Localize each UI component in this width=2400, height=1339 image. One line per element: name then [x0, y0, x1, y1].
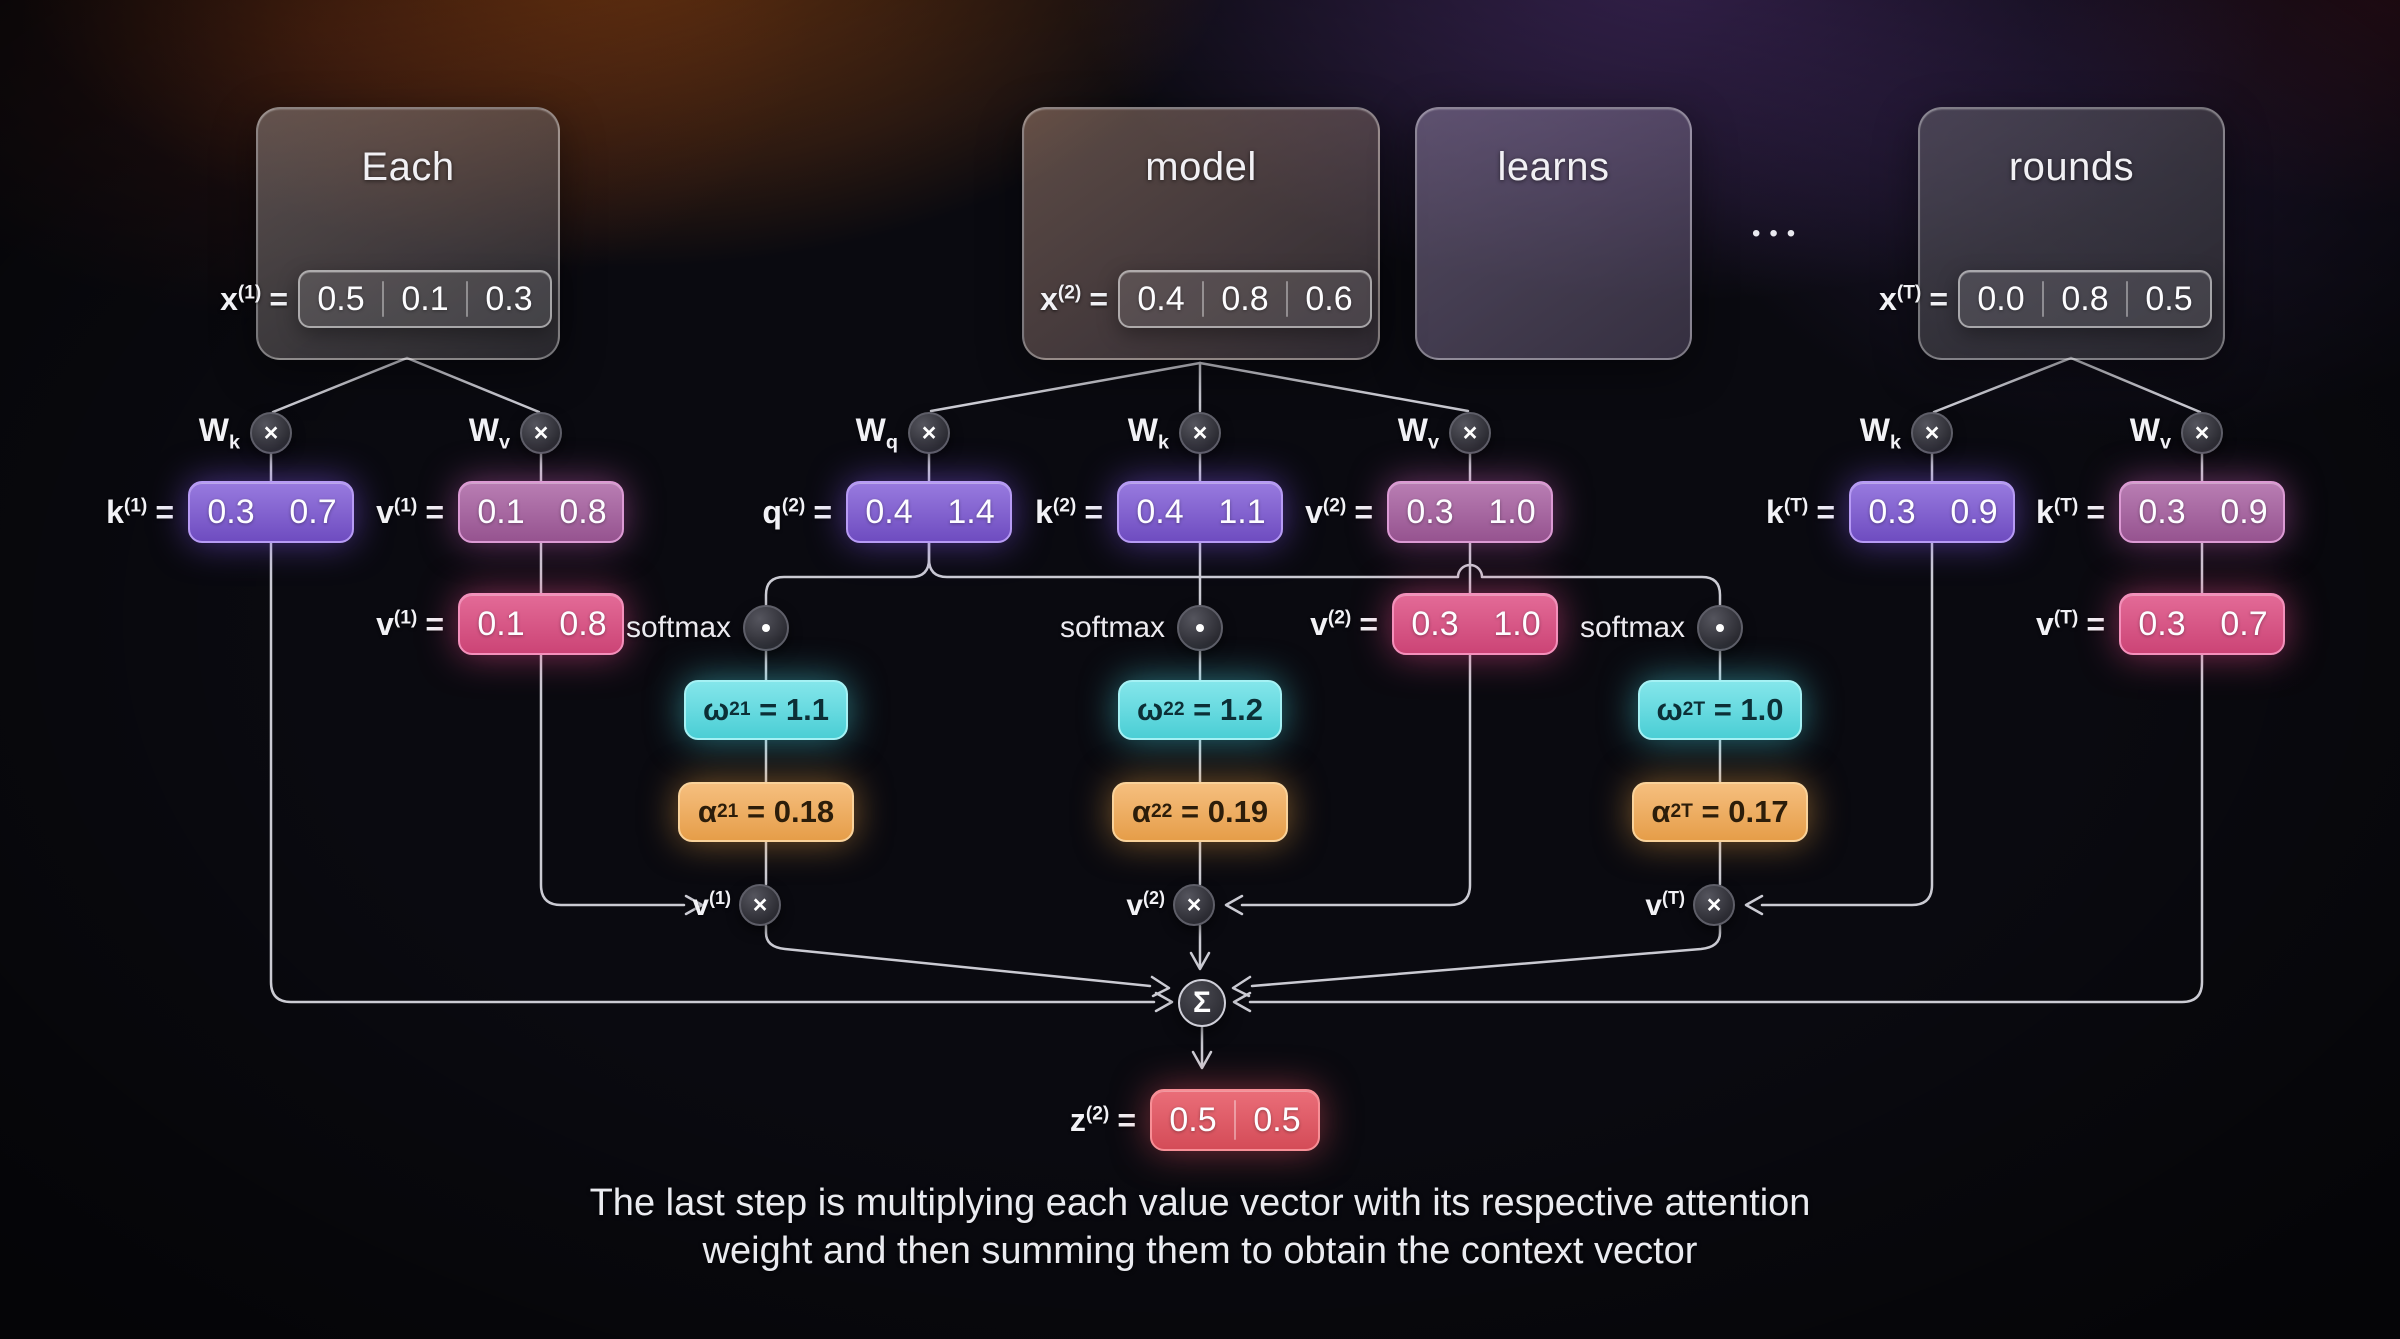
sum-node: Σ: [1178, 979, 1226, 1027]
softmax-node-2: softmax: [997, 605, 1223, 651]
multiply-icon: ×: [520, 412, 562, 455]
x2-cells: 0.4 0.8 0.6: [1118, 270, 1372, 328]
token-word: Each: [361, 145, 455, 189]
x1-label: x(1)=: [220, 280, 288, 317]
v2-label: v(2)=: [1305, 493, 1373, 530]
multiply-icon: ×: [1173, 884, 1215, 926]
dot-product-icon: [1177, 605, 1223, 651]
softmax-node-T: softmax: [1517, 605, 1743, 651]
weight-node-wv-2: Wv ×: [1351, 412, 1491, 455]
wk-label: Wk: [1859, 412, 1901, 454]
softmax-label: softmax: [1059, 611, 1165, 644]
caption-line-1: The last step is multiplying each value …: [589, 1182, 1811, 1224]
wv-label: Wv: [2129, 412, 2171, 454]
x2-label: x(2)=: [1040, 280, 1108, 317]
weight-node-wq-2: Wq ×: [810, 412, 950, 455]
v2-mult-label: v(2): [1126, 887, 1165, 922]
multiply-icon: ×: [1693, 884, 1735, 926]
v1-label: v(1)=: [376, 493, 444, 530]
z2-label: z(2)=: [1069, 1101, 1136, 1138]
ellipsis: •••: [1752, 220, 1805, 247]
softmax-label: softmax: [1579, 611, 1685, 644]
v1-multiply-node: v(1) ×: [627, 884, 781, 926]
wk-label: Wk: [1127, 412, 1169, 454]
caption-line-2: weight and then summing them to obtain t…: [702, 1230, 1698, 1272]
token-box-model: model: [1022, 107, 1380, 360]
multiply-icon: ×: [2181, 412, 2223, 455]
weight-node-wk-T: Wk ×: [1813, 412, 1953, 455]
wv-label: Wv: [1397, 412, 1439, 454]
k2-label: k(2)=: [1035, 493, 1103, 530]
token-word: rounds: [2008, 145, 2135, 189]
k1-label: k(1)=: [106, 493, 174, 530]
v1-mult-label: v(1): [692, 887, 731, 922]
kT-pink-label: k(T)=: [2036, 493, 2105, 530]
multiply-icon: ×: [1911, 412, 1953, 455]
multiply-icon: ×: [1449, 412, 1491, 455]
vT-row2-label: v(T)=: [2036, 605, 2105, 642]
v1-row2-label: v(1)=: [376, 605, 444, 642]
x2-vector-row: x(2)= 0.4 0.8 0.6: [1028, 270, 1372, 328]
xT-cells: 0.0 0.8 0.5: [1958, 270, 2212, 328]
token-box-rounds: rounds: [1918, 107, 2225, 360]
kT-label: k(T)=: [1766, 493, 1835, 530]
xT-label: x(T)=: [1879, 280, 1948, 317]
x1-vector-row: x(1)= 0.5 0.1 0.3: [208, 270, 552, 328]
weight-node-wk-1: Wk ×: [152, 412, 292, 455]
weight-node-wk-2: Wk ×: [1081, 412, 1221, 455]
weight-node-wv-T: Wv ×: [2083, 412, 2223, 455]
wq-label: Wq: [855, 412, 898, 454]
v2-multiply-node: v(2) ×: [1061, 884, 1215, 926]
vT-mult-label: v(T): [1645, 887, 1685, 922]
softmax-label: softmax: [625, 611, 731, 644]
multiply-icon: ×: [1179, 412, 1221, 455]
vT-multiply-node: v(T) ×: [1581, 884, 1735, 926]
dot-product-icon: [743, 605, 789, 651]
weight-node-wv-1: Wv ×: [422, 412, 562, 455]
multiply-icon: ×: [250, 412, 292, 455]
q2-label: q(2)=: [762, 493, 832, 530]
multiply-icon: ×: [908, 412, 950, 455]
token-word: model: [1145, 145, 1257, 189]
v2-row2-label: v(2)=: [1310, 605, 1378, 642]
x1-cells: 0.5 0.1 0.3: [298, 270, 552, 328]
dot-product-icon: [1697, 605, 1743, 651]
token-box-learns: learns: [1415, 107, 1692, 360]
xT-vector-row: x(T)= 0.0 0.8 0.5: [1868, 270, 2212, 328]
wk-label: Wk: [198, 412, 240, 454]
wv-label: Wv: [468, 412, 510, 454]
multiply-icon: ×: [739, 884, 781, 926]
softmax-node-1: softmax: [563, 605, 789, 651]
token-word: learns: [1497, 145, 1610, 189]
